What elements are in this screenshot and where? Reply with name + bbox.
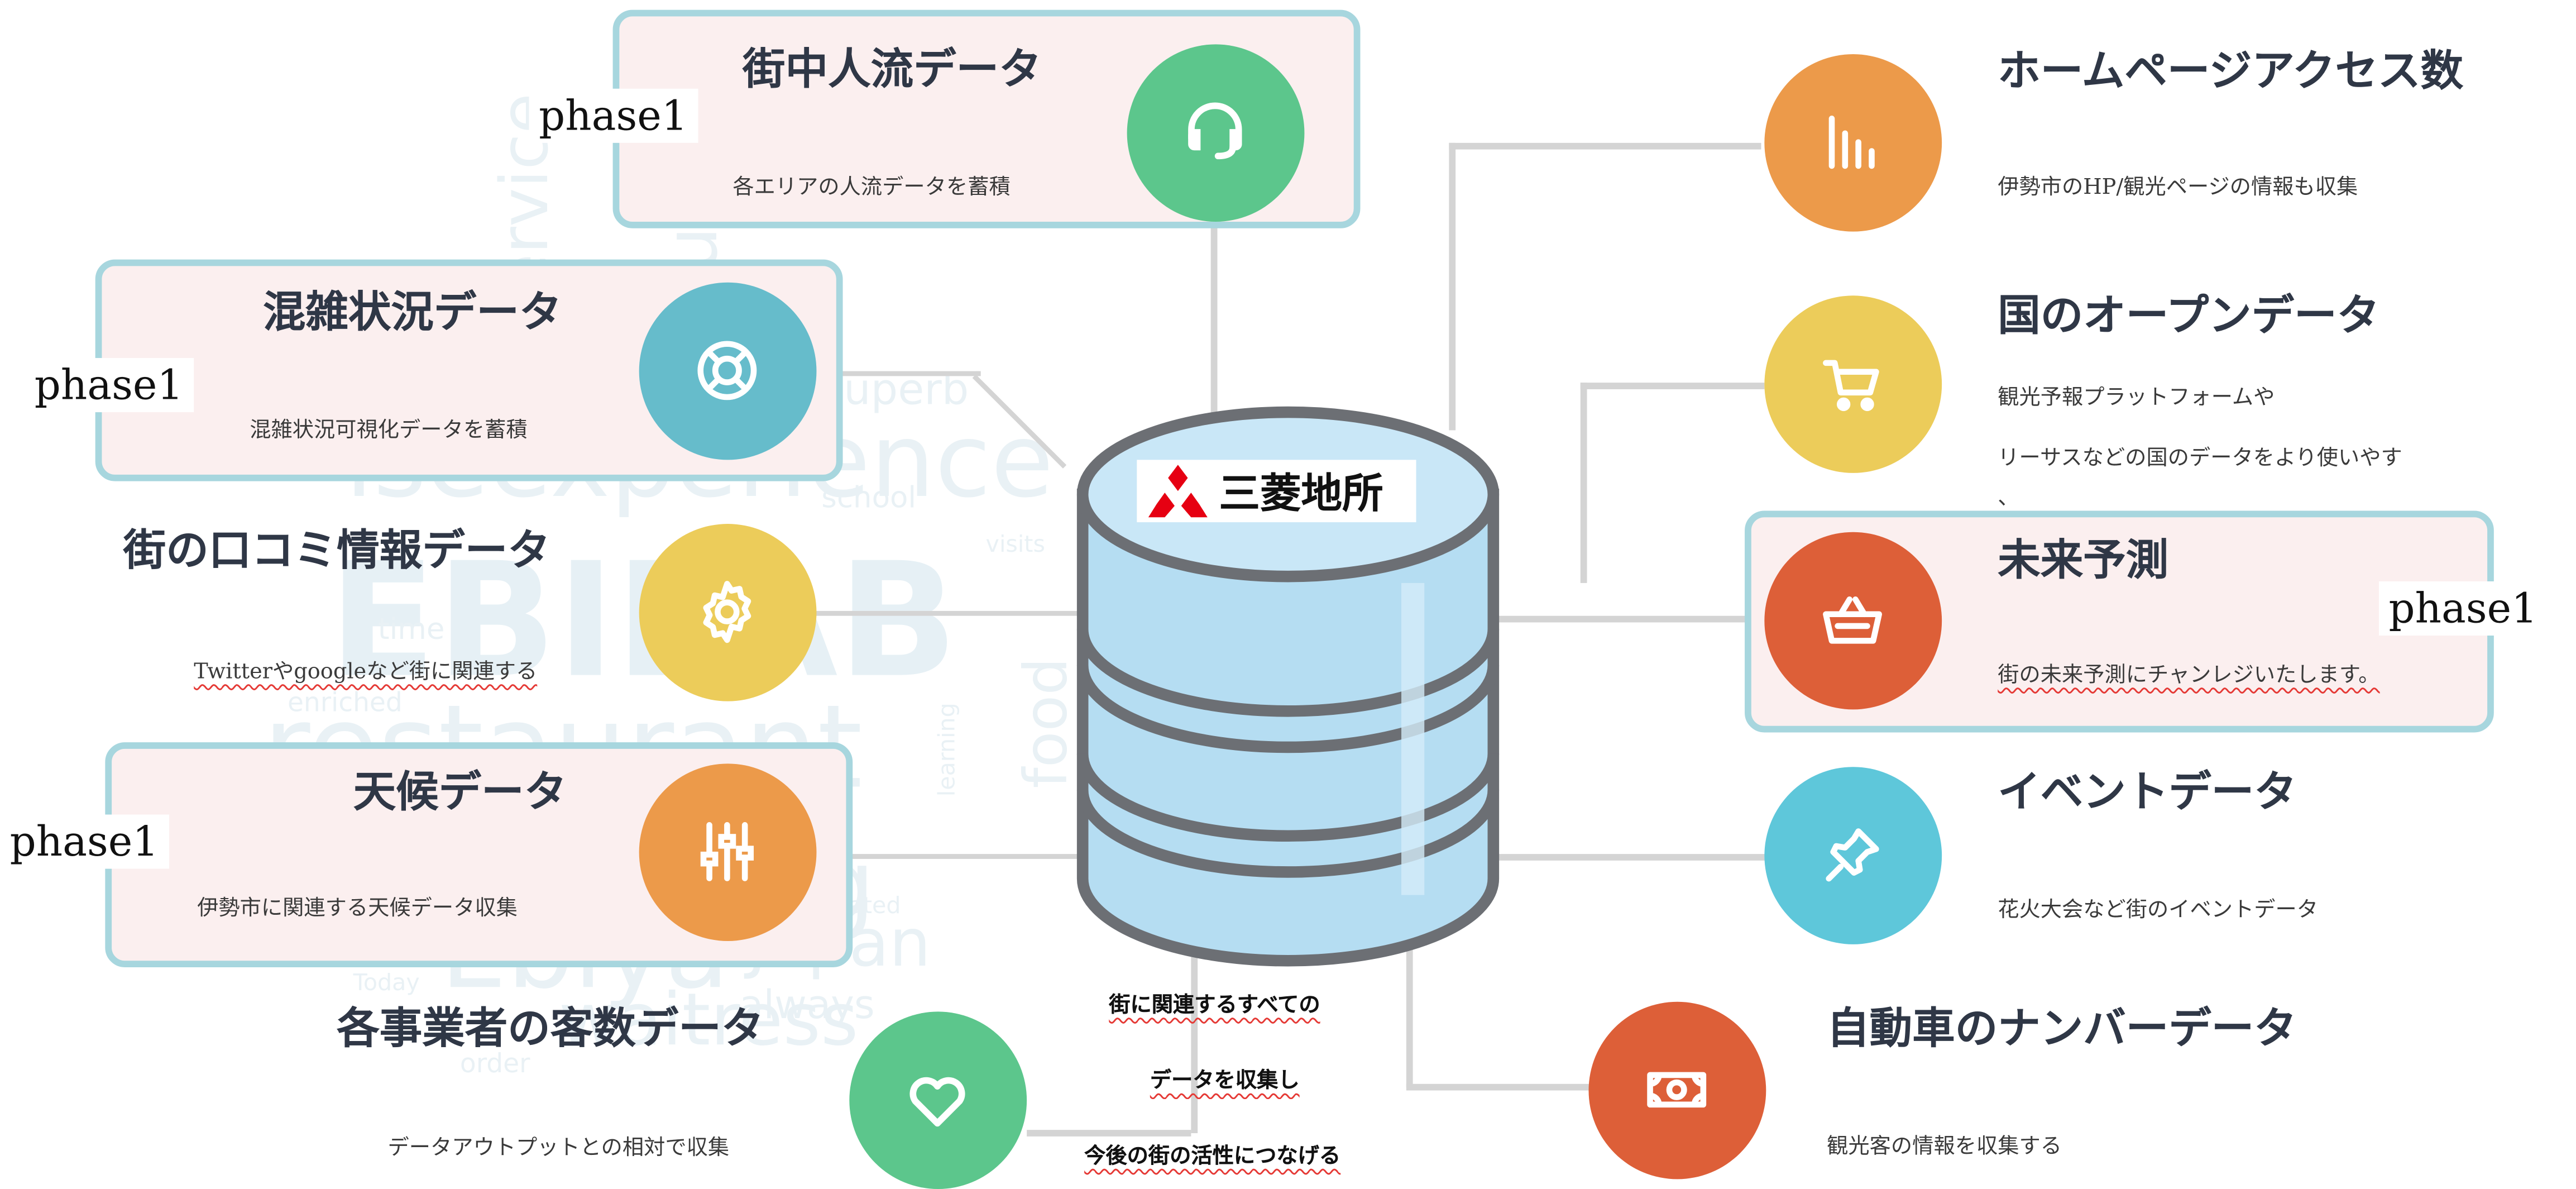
item-title: 街中人流データ <box>743 46 1042 95</box>
item-title: ホームページアクセス数 <box>1998 47 2464 97</box>
item-desc: 混雑状況可視化データを蓄積 <box>250 418 528 443</box>
item-desc: 観光客の情報を収集する <box>1827 1134 2062 1160</box>
gear-icon <box>639 524 817 701</box>
item-title: 混雑状況データ <box>262 289 562 338</box>
database-logo-text: 三菱地所 <box>1219 470 1383 518</box>
item-desc: 街の未来予測にチャンレジいたします。 <box>1998 663 2380 689</box>
item-desc: データアウトプットとの相対で収集 <box>387 1136 730 1162</box>
sliders-icon <box>639 763 817 941</box>
item-desc: Twitterやgoogleなど街に関連する <box>194 660 538 685</box>
item-desc-line-3: 、 <box>1998 486 2019 511</box>
item-title: イベントデータ <box>1998 768 2297 818</box>
center-caption-line-3: 今後の街の活性につなげる <box>1084 1144 1341 1169</box>
basket-icon <box>1764 532 1942 710</box>
item-title: 未来予測 <box>1998 537 2169 586</box>
headset-icon <box>1127 44 1305 222</box>
phase-label: phase1 <box>529 88 698 143</box>
phase-label: phase1 <box>0 814 169 869</box>
item-title: 天候データ <box>353 768 567 818</box>
item-desc-line-1: 観光予報プラットフォームや <box>1998 386 2275 411</box>
item-title: 自動車のナンバーデータ <box>1827 1005 2297 1054</box>
pin-icon <box>1764 767 1942 944</box>
phase-label: phase1 <box>2378 581 2548 636</box>
item-desc: 各エリアの人流データを蓄積 <box>732 175 1011 200</box>
database-logo: 三菱地所 <box>1137 460 1416 523</box>
phase-label: phase1 <box>25 358 193 413</box>
money-icon <box>1588 1001 1766 1180</box>
item-title: 国のオープンデータ <box>1998 292 2380 342</box>
database-cylinder <box>1076 406 1500 967</box>
lifebuoy-icon <box>639 282 817 460</box>
item-desc: 花火大会など街のイベントデータ <box>1998 898 2319 923</box>
heart-icon <box>849 1011 1027 1189</box>
item-desc: 伊勢市に関連する天候データ収集 <box>197 896 518 921</box>
item-desc: 伊勢市のHP/観光ページの情報も収集 <box>1998 175 2358 200</box>
item-desc-line-2: リーサスなどの国のデータをより使いやす <box>1998 446 2402 471</box>
three-diamonds-icon <box>1148 465 1208 518</box>
item-title: 各事業者の客数データ <box>337 1005 764 1054</box>
item-title: 街の口コミ情報データ <box>123 527 550 577</box>
bar-chart-icon <box>1764 54 1942 232</box>
center-caption-line-2: データを収集し <box>1150 1069 1300 1094</box>
center-caption-line-1: 街に関連するすべての <box>1109 994 1320 1019</box>
cart-icon <box>1764 295 1942 473</box>
